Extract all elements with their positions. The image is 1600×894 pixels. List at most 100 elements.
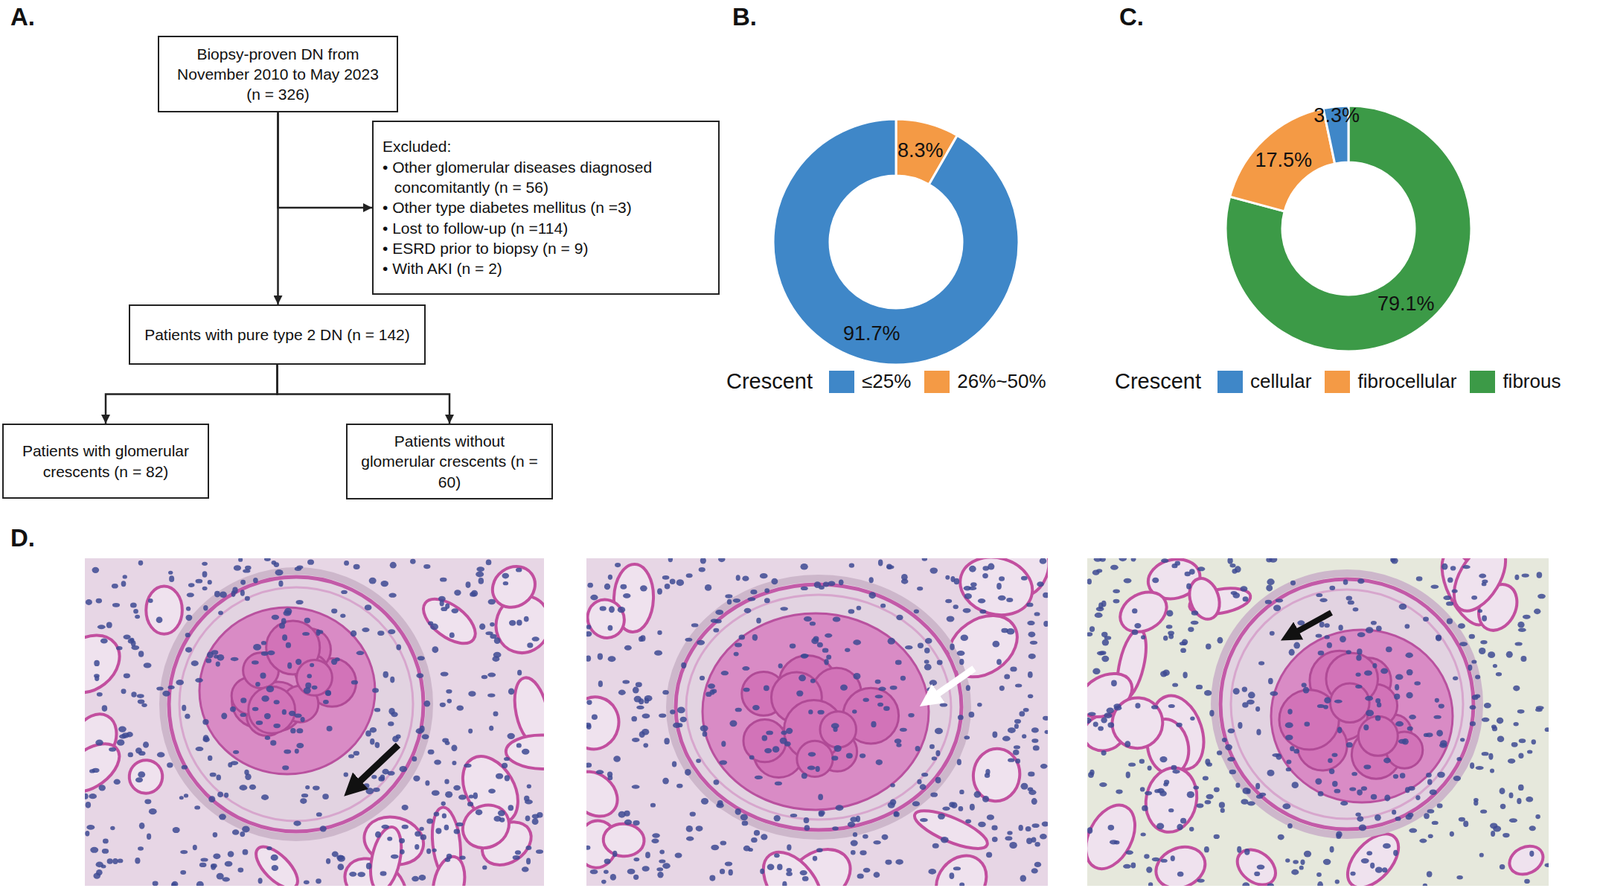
nucleus: [770, 578, 778, 585]
nucleus: [1376, 702, 1382, 708]
nucleus: [1160, 558, 1169, 563]
nucleus: [877, 702, 884, 707]
nucleus: [668, 558, 673, 562]
nucleus: [724, 593, 733, 598]
nucleus: [893, 811, 899, 817]
nucleus: [1041, 820, 1048, 827]
nucleus: [118, 725, 127, 732]
nucleus: [1246, 699, 1255, 705]
nucleus: [1204, 689, 1212, 696]
nucleus: [1013, 744, 1021, 749]
nucleus: [1139, 759, 1145, 764]
nucleus: [216, 872, 224, 880]
nucleus: [1423, 812, 1430, 819]
nucleus: [1481, 751, 1490, 756]
nucleus: [1007, 758, 1015, 763]
nucleus: [1361, 785, 1368, 791]
nucleus: [113, 779, 121, 785]
tubule: [1230, 842, 1283, 886]
nucleus: [1431, 584, 1440, 589]
nucleus: [431, 645, 439, 653]
nucleus: [1285, 858, 1290, 863]
nucleus: [1408, 828, 1417, 833]
nucleus: [1092, 570, 1100, 576]
nucleus: [353, 750, 360, 756]
nucleus: [627, 868, 636, 875]
nucleus: [445, 689, 452, 694]
nucleus: [1031, 797, 1038, 805]
nucleus: [348, 753, 355, 758]
nucleus: [1256, 864, 1266, 870]
nucleus: [1407, 726, 1414, 731]
nucleus: [418, 874, 427, 881]
nucleus: [1355, 684, 1362, 689]
nucleus: [940, 836, 949, 843]
nucleus: [433, 759, 442, 765]
nucleus: [1034, 861, 1042, 867]
nucleus: [1405, 786, 1411, 793]
nucleus: [85, 599, 93, 606]
nucleus: [817, 793, 824, 800]
nucleus: [100, 637, 108, 643]
pointer-arrow: [1294, 612, 1332, 633]
nucleus: [1352, 607, 1359, 612]
nucleus: [1217, 637, 1224, 644]
bowman-capsule: [675, 584, 962, 830]
nucleus: [590, 594, 598, 601]
nucleus: [1355, 812, 1361, 817]
nucleus: [322, 793, 329, 800]
nucleus: [850, 839, 859, 846]
nucleus: [875, 759, 883, 766]
nucleus: [293, 820, 301, 826]
nucleus: [141, 703, 147, 707]
nucleus: [143, 662, 152, 668]
nucleus: [735, 808, 742, 815]
nucleus: [808, 709, 813, 714]
nucleus: [509, 619, 516, 626]
nucleus: [1213, 834, 1220, 839]
nucleus: [709, 874, 716, 881]
nucleus: [506, 733, 515, 739]
nucleus: [1303, 850, 1312, 858]
nucleus: [796, 689, 803, 696]
nucleus: [138, 750, 146, 756]
nucleus: [233, 564, 242, 571]
nucleus: [696, 640, 705, 646]
nucleus: [414, 843, 419, 850]
nucleus: [640, 584, 648, 591]
nucleus: [800, 653, 809, 658]
nucleus: [984, 772, 990, 777]
nucleus: [1481, 581, 1487, 586]
nucleus: [1518, 752, 1524, 759]
nucleus: [399, 849, 405, 855]
legend: Crescentcellularfibrocellularfibrous: [1114, 369, 1574, 394]
nucleus: [759, 573, 768, 579]
nucleus: [504, 774, 510, 781]
nucleus: [381, 824, 390, 830]
nucleus: [389, 561, 397, 569]
nucleus: [1450, 565, 1456, 571]
nucleus: [1442, 595, 1452, 600]
nucleus: [603, 869, 609, 874]
process-box: Patients with glomerular crescents (n = …: [2, 423, 210, 499]
tubule: [484, 558, 544, 616]
legend-swatch: [829, 370, 855, 393]
nucleus: [299, 716, 305, 722]
nucleus: [844, 648, 850, 652]
nucleus: [785, 867, 792, 873]
legend-label: fibrous: [1502, 369, 1561, 393]
nucleus: [674, 852, 683, 858]
nucleus: [285, 642, 291, 649]
nucleus: [244, 769, 249, 776]
nucleus: [331, 851, 339, 858]
nucleus: [1529, 850, 1534, 857]
nucleus: [1478, 573, 1487, 578]
nucleus: [1393, 849, 1399, 856]
nucleus: [1134, 622, 1141, 629]
nucleus: [148, 808, 158, 815]
nucleus: [450, 608, 459, 614]
nucleus: [427, 749, 435, 755]
nucleus: [453, 589, 461, 596]
nucleus: [180, 869, 187, 875]
nucleus: [1209, 709, 1214, 717]
